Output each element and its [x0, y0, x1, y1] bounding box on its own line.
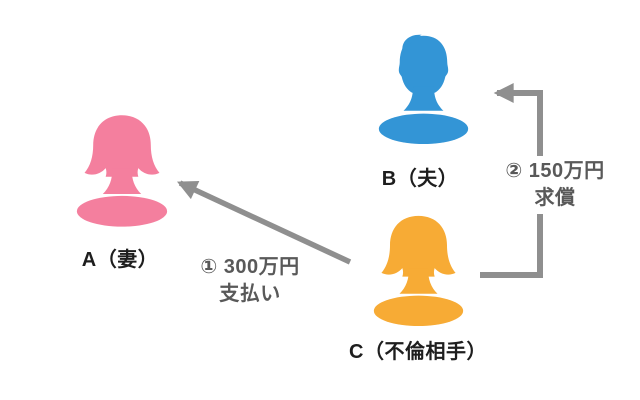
label-c-affair-partner: C（不倫相手） — [349, 341, 487, 363]
label-a-wife: A（妻） — [81, 249, 159, 271]
payment-arrow-label: ① 300万円 支払い — [200, 254, 299, 308]
payment-arrow-label-line1: ① 300万円 — [200, 256, 300, 278]
female-silhouette-icon — [76, 115, 168, 227]
shoulders-shape — [76, 195, 168, 227]
reimbursement-arrow-label-line1: ② 150万円 — [505, 160, 605, 182]
hair-shape — [381, 215, 456, 277]
neck-shape — [102, 168, 142, 194]
reimbursement-arrow-label-line2: 求償 — [534, 187, 576, 209]
female-silhouette-icon — [373, 215, 464, 327]
payment-arrow-label-line2: 支払い — [219, 283, 281, 305]
hair-tuft-shape — [402, 34, 422, 52]
shoulders-shape — [378, 113, 469, 145]
male-silhouette-icon — [378, 34, 469, 145]
avatar-a-wife — [74, 112, 170, 228]
label-b-husband: B（夫） — [381, 168, 459, 190]
shoulders-shape — [373, 295, 464, 327]
avatar-b-husband — [376, 28, 471, 148]
neck-shape — [403, 86, 444, 111]
hair-shape — [84, 115, 160, 177]
payment-arrow — [176, 180, 352, 265]
avatar-c-affair-partner — [371, 211, 466, 329]
head-shape — [398, 35, 449, 93]
reimbursement-arrow-label: ② 150万円 求償 — [501, 156, 609, 214]
neck-shape — [399, 268, 438, 294]
